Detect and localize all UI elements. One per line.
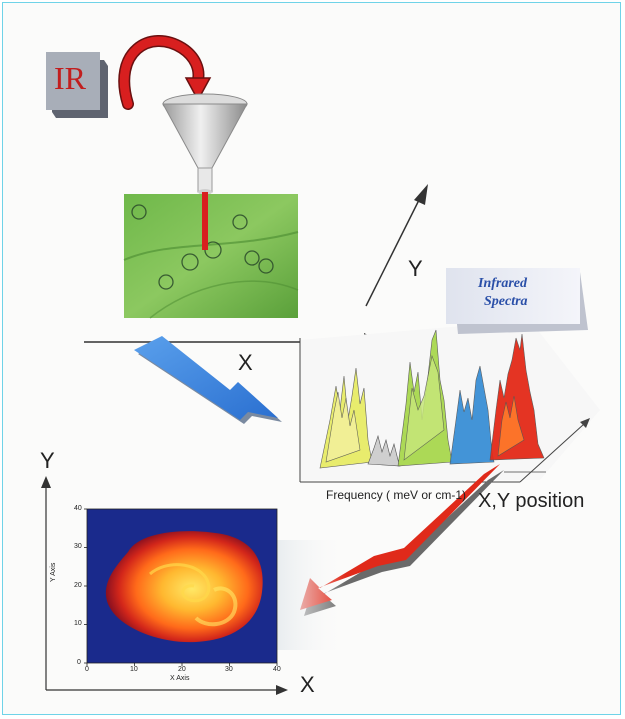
map-shadow (276, 540, 346, 650)
y-axis-arrow (365, 184, 428, 307)
y-tick-label: 30 (74, 543, 82, 550)
x-tick-label: 10 (130, 666, 138, 673)
yellow-peaks-back (325, 391, 361, 463)
ir-source-box (46, 52, 108, 118)
y-tick-label: 0 (77, 659, 81, 666)
funnel-objective-icon (162, 93, 248, 195)
ir-label: IR (54, 60, 86, 96)
green-peaks-back (403, 354, 445, 461)
x-axis-label: X (238, 350, 253, 375)
orange-peaks (497, 395, 525, 457)
spectra-title-line1: Infrared (478, 276, 528, 291)
blue-arrow-icon (134, 336, 282, 424)
map-outer-y-label: Y (40, 448, 55, 473)
xy-position-label: X,Y position (478, 490, 585, 512)
ir-beam (202, 192, 208, 250)
infrared-spectra-label-box (446, 268, 588, 334)
x-tick-label: 40 (273, 666, 281, 673)
map-outer-axes (41, 476, 288, 695)
map-outer-x-label: X (300, 672, 315, 697)
spectra-xlabel: Frequency ( meV or cm-1) (326, 488, 467, 502)
curved-red-arrow-icon (118, 35, 212, 110)
y-axis-label: Y (408, 256, 423, 281)
y-tick-label: 40 (74, 505, 82, 512)
heatmap-ylabel: Y Axis (50, 562, 57, 582)
x-tick-label: 0 (85, 666, 89, 673)
y-tick-label: 20 (74, 582, 82, 589)
spectra-peaks (319, 329, 545, 469)
x-tick-label: 30 (225, 666, 233, 673)
y-tick-label: 10 (74, 620, 82, 627)
heatmap-ticks (84, 508, 278, 666)
spectra-title-line2: Spectra (484, 294, 528, 309)
heatmap-plot (84, 508, 278, 666)
heatmap-xlabel: X Axis (170, 675, 190, 682)
sample-leaf-image (123, 194, 299, 319)
x-tick-label: 20 (178, 666, 186, 673)
red-arrow-icon (300, 464, 504, 616)
